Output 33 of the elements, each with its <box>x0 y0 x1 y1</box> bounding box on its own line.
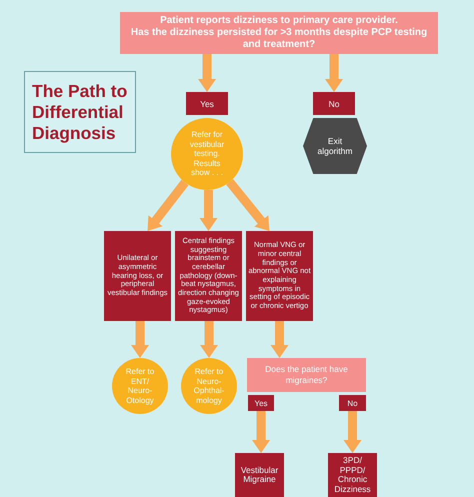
question-box <box>120 12 438 54</box>
arrow <box>344 411 362 453</box>
answer-tag <box>248 395 274 411</box>
diagnosis-text: 3PD/ PPPD/ Chronic Dizziness <box>333 456 372 494</box>
question-box <box>247 358 366 392</box>
arrow <box>200 190 218 231</box>
answer-text: No <box>347 398 358 408</box>
arrow <box>131 321 149 358</box>
finding-box <box>104 231 171 321</box>
answer-tag <box>313 92 355 115</box>
answer-text: Yes <box>200 98 214 108</box>
finding-box <box>175 231 242 321</box>
action-text: Refer to ENT/ Neuro-Otology <box>124 367 156 405</box>
arrow <box>325 54 343 92</box>
action-text: Refer to Neuro-Ophthal-mology <box>192 367 226 405</box>
arrow <box>200 321 218 358</box>
arrow <box>270 321 288 358</box>
arrow <box>252 411 270 453</box>
question-text: Has the dizziness persisted for >3 months despite PCP testing and treatment? <box>130 27 428 51</box>
action-text: Refer for vestibular testing. Results show . . . <box>188 130 226 178</box>
exit-text: Exit algorithm <box>316 136 354 156</box>
arrow <box>198 54 216 92</box>
answer-tag <box>339 395 366 411</box>
diagnosis-box <box>235 453 284 497</box>
exit-hexagon <box>303 118 367 174</box>
question-text: Patient reports dizziness to primary care provider. <box>160 15 398 27</box>
diagnosis-text: Vestibular Migraine <box>240 466 280 484</box>
answer-text: Yes <box>254 398 268 408</box>
diagram-title: The Path to Differential Diagnosis <box>32 80 128 144</box>
finding-box <box>246 231 313 321</box>
answer-text: No <box>328 98 340 108</box>
question-text: Does the patient have migraines? <box>264 364 349 386</box>
answer-tag <box>186 92 228 115</box>
